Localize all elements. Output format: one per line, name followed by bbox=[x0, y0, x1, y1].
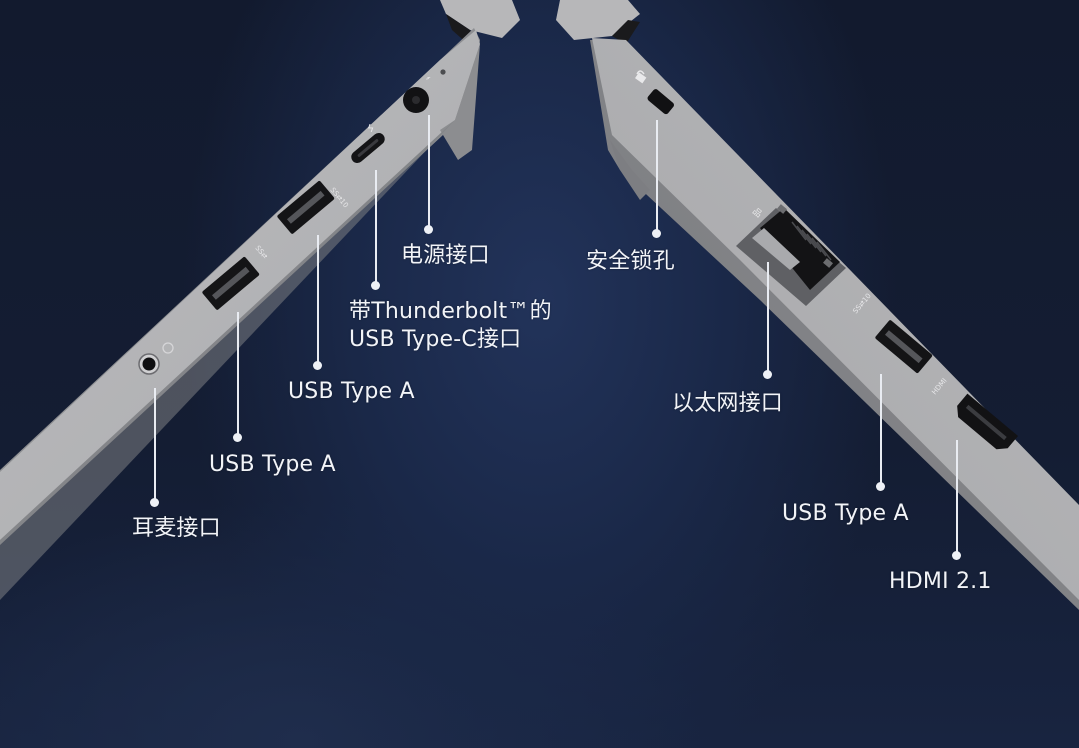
usb-a-right-icon bbox=[875, 320, 933, 374]
leader-dot-power bbox=[424, 225, 433, 234]
label-audio-port: 耳麦接口 bbox=[132, 516, 221, 541]
leader-dot-usb-a-upper bbox=[313, 361, 322, 370]
usb-a-upper-icon bbox=[277, 180, 335, 234]
leader-dot-usb-a-right bbox=[876, 482, 885, 491]
dc-power-jack-icon bbox=[403, 87, 429, 113]
label-usb-a-right: USB Type A bbox=[782, 501, 909, 526]
power-led-icon bbox=[440, 69, 446, 75]
svg-text:⌁: ⌁ bbox=[423, 73, 434, 84]
leader-dot-lock bbox=[652, 229, 661, 238]
hdmi-port-icon bbox=[957, 393, 1018, 450]
leader-dot-ethernet bbox=[763, 370, 772, 379]
leader-line-lock bbox=[656, 120, 658, 232]
leader-line-usb-a-upper bbox=[317, 235, 319, 365]
label-thunderbolt-port: 带Thunderbolt™的 USB Type-C接口 bbox=[349, 298, 552, 354]
leader-line-ethernet bbox=[767, 262, 769, 374]
label-security-lock: 安全锁孔 bbox=[586, 249, 675, 274]
leader-line-power bbox=[428, 115, 430, 229]
leader-line-audio bbox=[154, 388, 156, 500]
label-usb-a-upper: USB Type A bbox=[288, 379, 415, 404]
usb-c-thunderbolt-icon bbox=[351, 133, 385, 163]
security-lock-slot-icon bbox=[647, 89, 674, 115]
leader-line-hdmi bbox=[956, 440, 958, 554]
leader-line-usb-a-right bbox=[880, 374, 882, 484]
label-power-port: 电源接口 bbox=[401, 243, 490, 268]
headset-jack-icon bbox=[138, 342, 174, 375]
label-thunderbolt-line-2: USB Type-C接口 bbox=[349, 327, 522, 352]
leader-dot-hdmi bbox=[952, 551, 961, 560]
thunderbolt-glyph-icon: ϟ bbox=[367, 122, 374, 135]
label-usb-a-lower: USB Type A bbox=[209, 452, 336, 477]
lock-glyph-icon bbox=[635, 70, 647, 84]
label-thunderbolt-line-1: 带Thunderbolt™的 bbox=[349, 299, 552, 324]
label-ethernet-port: 以太网接口 bbox=[672, 391, 784, 416]
label-hdmi-port: HDMI 2.1 bbox=[889, 569, 992, 594]
usb-a-lower-icon bbox=[202, 256, 260, 310]
rj45-ethernet-icon bbox=[736, 204, 846, 306]
leader-dot-audio bbox=[150, 498, 159, 507]
leader-line-usb-a-lower bbox=[237, 312, 239, 436]
leader-dot-thunderbolt bbox=[371, 281, 380, 290]
leader-dot-usb-a-lower bbox=[233, 433, 242, 442]
leader-line-thunderbolt bbox=[375, 170, 377, 283]
